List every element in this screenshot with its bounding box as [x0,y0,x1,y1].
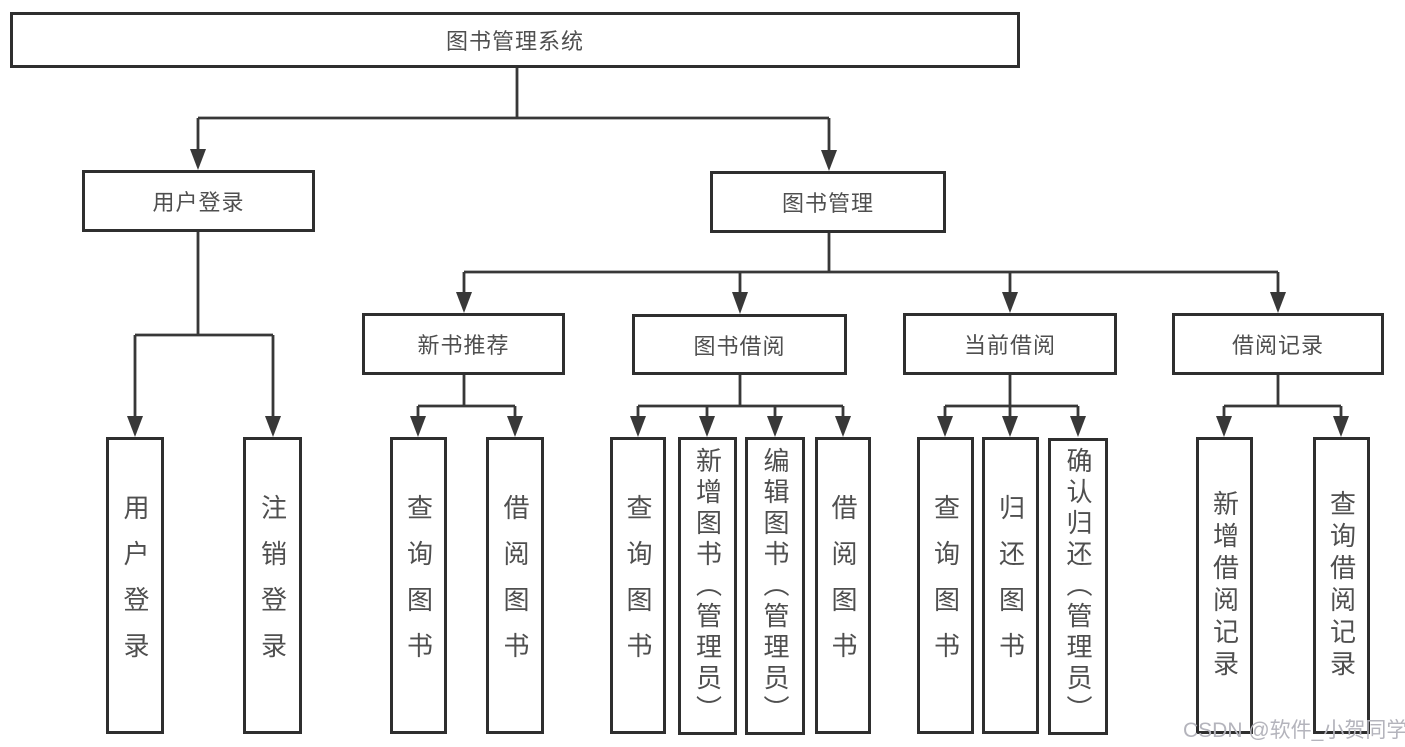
leaf-confirm-return-admin: 确认归还（管理员） [1048,438,1108,735]
leaf-borrow-book-label: 借阅图书 [828,493,858,678]
arrowhead-icon [1216,416,1232,437]
arrowhead-icon [456,292,472,313]
leaf-return-book: 归还图书 [982,437,1039,734]
leaf-query-book-borrow: 查询图书 [610,437,666,734]
connector-currentborrow-to-leaves [937,375,1086,437]
node-current-borrow: 当前借阅 [903,313,1117,375]
leaf-add-borrow-record-label: 新增借阅记录 [1209,489,1240,682]
leaf-query-book-borrow-label: 查询图书 [623,493,653,678]
arrowhead-icon [821,150,837,171]
leaf-add-borrow-record: 新增借阅记录 [1196,437,1253,734]
leaf-logout-label: 注销登录 [257,493,288,678]
arrowhead-icon [190,149,206,170]
arrowhead-icon [835,416,851,437]
node-book-borrow: 图书借阅 [632,314,847,375]
leaf-query-book-current-label: 查询图书 [930,493,961,678]
arrowhead-icon [507,416,523,437]
arrowhead-icon [410,416,426,437]
connector-borrowrecords-to-leaves [1216,375,1349,437]
arrowhead-icon [265,416,281,437]
node-borrow-records: 借阅记录 [1172,313,1384,375]
arrowhead-icon [732,292,748,314]
connector-bookmgmt-to-level3 [456,233,1286,314]
arrowhead-icon [699,416,715,437]
leaf-user-login: 用户登录 [106,437,164,734]
arrowhead-icon [1002,292,1018,313]
leaf-query-book-recommend: 查询图书 [390,437,447,734]
connector-root-to-level2 [190,68,837,171]
arrowhead-icon [1333,416,1349,437]
arrowhead-icon [767,416,783,437]
node-current-borrow-label: 当前借阅 [963,333,1056,358]
arrowhead-icon [937,416,953,437]
node-user-login: 用户登录 [82,170,315,232]
csdn-watermark: CSDN @软件_小贺同学 [1183,719,1405,742]
node-book-management: 图书管理 [710,171,946,233]
connector-newbookrec-to-leaves [410,375,523,437]
leaf-edit-book-admin-label: 编辑图书（管理员） [760,446,790,726]
arrowhead-icon [127,416,143,437]
node-root-system: 图书管理系统 [10,12,1020,68]
leaf-add-book-admin-label: 新增图书（管理员） [692,446,723,726]
leaf-query-borrow-record: 查询借阅记录 [1313,437,1370,734]
arrowhead-icon [630,416,646,437]
connector-userlogin-to-leaves [127,232,281,437]
leaf-edit-book-admin: 编辑图书（管理员） [745,437,805,735]
node-new-book-recommend: 新书推荐 [362,313,565,375]
leaf-query-book-current: 查询图书 [917,437,974,734]
arrowhead-icon [1270,292,1286,313]
leaf-borrow-book-recommend-label: 借阅图书 [500,493,530,678]
leaf-borrow-book-recommend: 借阅图书 [486,437,544,734]
leaf-logout: 注销登录 [243,437,302,734]
node-user-login-label: 用户登录 [152,190,245,215]
node-new-book-recommend-label: 新书推荐 [417,333,510,358]
leaf-return-book-label: 归还图书 [995,493,1026,678]
leaf-borrow-book: 借阅图书 [815,437,871,734]
leaf-add-book-admin: 新增图书（管理员） [678,437,737,735]
node-book-management-label: 图书管理 [781,191,874,216]
arrowhead-icon [1070,416,1086,437]
leaf-query-book-recommend-label: 查询图书 [403,493,434,678]
node-borrow-records-label: 借阅记录 [1231,333,1324,358]
node-book-borrow-label: 图书借阅 [693,333,786,359]
arrowhead-icon [1002,416,1018,437]
leaf-user-login-label: 用户登录 [120,493,150,678]
node-root-label: 图书管理系统 [445,29,584,54]
leaf-confirm-return-admin-label: 确认归还（管理员） [1063,447,1093,726]
leaf-query-borrow-record-label: 查询借阅记录 [1326,489,1357,682]
connector-bookborrow-to-leaves [630,375,851,437]
